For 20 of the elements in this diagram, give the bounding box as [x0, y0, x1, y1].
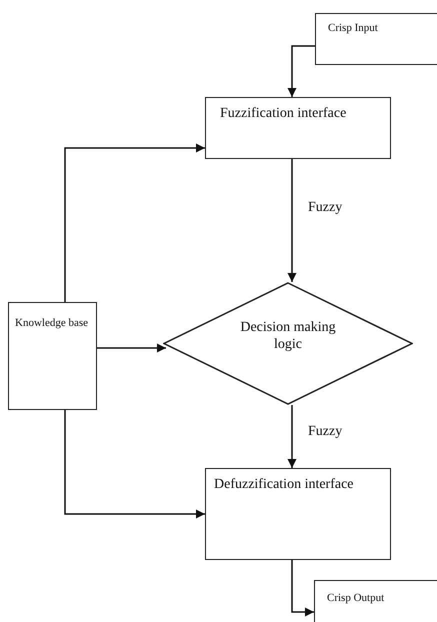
process-box [205, 468, 391, 560]
process-box [205, 97, 391, 159]
arrow [288, 405, 296, 468]
box-label: Fuzzification interface [220, 106, 348, 123]
box-label: Crisp Output [327, 592, 386, 606]
arrow [64, 410, 205, 518]
arrow [288, 159, 296, 282]
arrow [291, 560, 314, 616]
box-label: Knowledge base [15, 317, 90, 330]
process-box [8, 302, 97, 410]
arrow [288, 45, 315, 97]
process-box [315, 13, 437, 65]
box-label: Decision making logic [239, 320, 337, 354]
arrow [64, 144, 205, 302]
box-label: Crisp Input [328, 22, 379, 36]
edge-label: Fuzzy [307, 424, 344, 440]
edge-label: Fuzzy [307, 200, 344, 216]
arrow [97, 344, 166, 352]
decision-diamond [163, 282, 413, 405]
box-label: Defuzzification interface [214, 477, 355, 494]
